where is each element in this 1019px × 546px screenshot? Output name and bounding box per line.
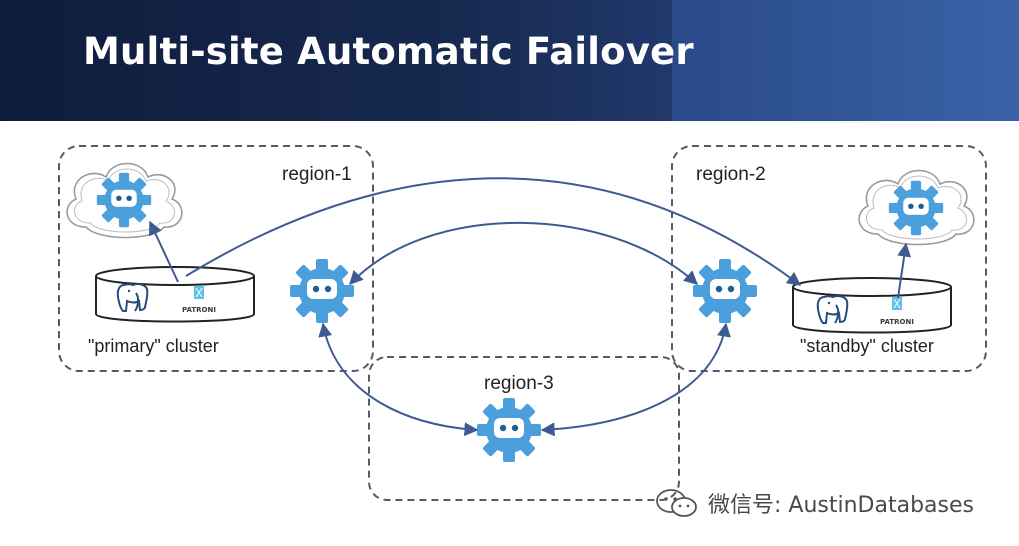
etcd-1-3-arrow	[318, 322, 479, 437]
patroni-text: PATRONI	[880, 318, 914, 326]
etcd-icon	[693, 259, 757, 323]
etcd-2-3-arrow	[540, 322, 731, 437]
region-3-label: region-3	[484, 373, 554, 394]
failover-diagram: region-1 region-2 region-3 PATRONI PATRO…	[58, 145, 987, 501]
standby-cluster-cylinder	[792, 277, 952, 334]
region-1-label: region-1	[282, 164, 352, 185]
watermark: 微信号: AustinDatabases	[654, 488, 974, 518]
standby-cluster-label: "standby" cluster	[800, 336, 934, 356]
etcd-1-2-arrow	[349, 221, 699, 286]
patroni-text: PATRONI	[182, 306, 216, 314]
etcd-icon	[888, 180, 944, 236]
standby-to-cloud-arrow	[897, 242, 912, 299]
region-1-box	[58, 145, 374, 372]
region-2-box	[671, 145, 987, 372]
watermark-text: 微信号: AustinDatabases	[708, 493, 974, 518]
primary-cluster-label: "primary" cluster	[88, 336, 219, 356]
header-accent-panel	[672, 0, 1019, 121]
patroni-icon	[891, 296, 903, 311]
slide-header: Multi-site Automatic Failover	[0, 0, 1019, 121]
patroni-icon	[193, 285, 205, 300]
primary-to-cloud-arrow	[148, 220, 179, 283]
wechat-icon	[656, 489, 697, 517]
etcd-icon	[96, 172, 152, 228]
region-2-label: region-2	[696, 164, 766, 185]
replication-arc-arrow	[185, 177, 802, 286]
slide-title: Multi-site Automatic Failover	[83, 30, 694, 73]
etcd-icon	[477, 398, 541, 462]
etcd-icon	[290, 259, 354, 323]
